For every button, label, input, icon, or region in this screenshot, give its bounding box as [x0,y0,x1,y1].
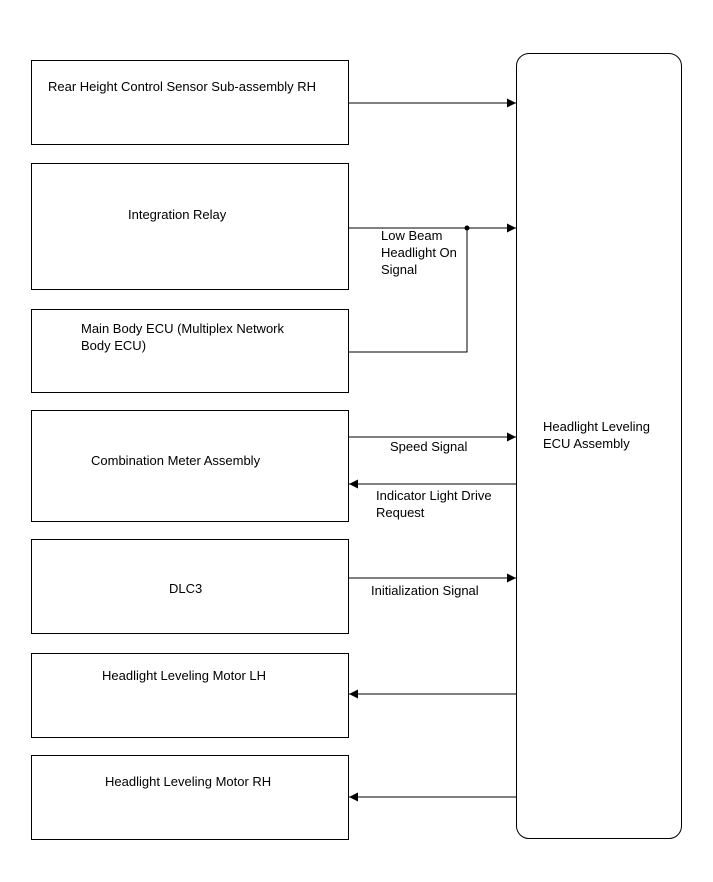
integration-relay-label: Integration Relay [128,207,227,222]
main-body-ecu-signal-wire [349,228,468,353]
motor-rh-label: Headlight Leveling Motor RH [105,774,272,789]
speed-signal-label: Speed Signal [390,439,468,454]
headlight-leveling-ecu-box [516,53,682,839]
motor-rh-box [31,755,349,840]
initialization-signal-label: Initialization Signal [371,583,479,598]
integration-relay-box [31,163,349,290]
motor-lh-label: Headlight Leveling Motor LH [102,668,267,683]
motor-lh-box [31,653,349,738]
dlc3-box [31,539,349,634]
main-body-ecu-box [31,309,349,393]
indicator-request-label: Indicator Light Drive Request [376,488,492,520]
headlight-leveling-ecu-label: Headlight Leveling ECU Assembly [543,419,650,451]
combination-meter-box [31,410,349,522]
low-beam-signal-label: Low Beam Headlight On Signal [381,228,457,277]
dlc3-label: DLC3 [169,581,203,596]
rear-height-sensor-label: Rear Height Control Sensor Sub-assembly … [48,79,317,94]
junction-dot [464,225,470,231]
rear-height-sensor-box [31,60,349,145]
main-body-ecu-label: Main Body ECU (Multiplex Network Body EC… [81,321,285,353]
combination-meter-label: Combination Meter Assembly [91,453,261,468]
